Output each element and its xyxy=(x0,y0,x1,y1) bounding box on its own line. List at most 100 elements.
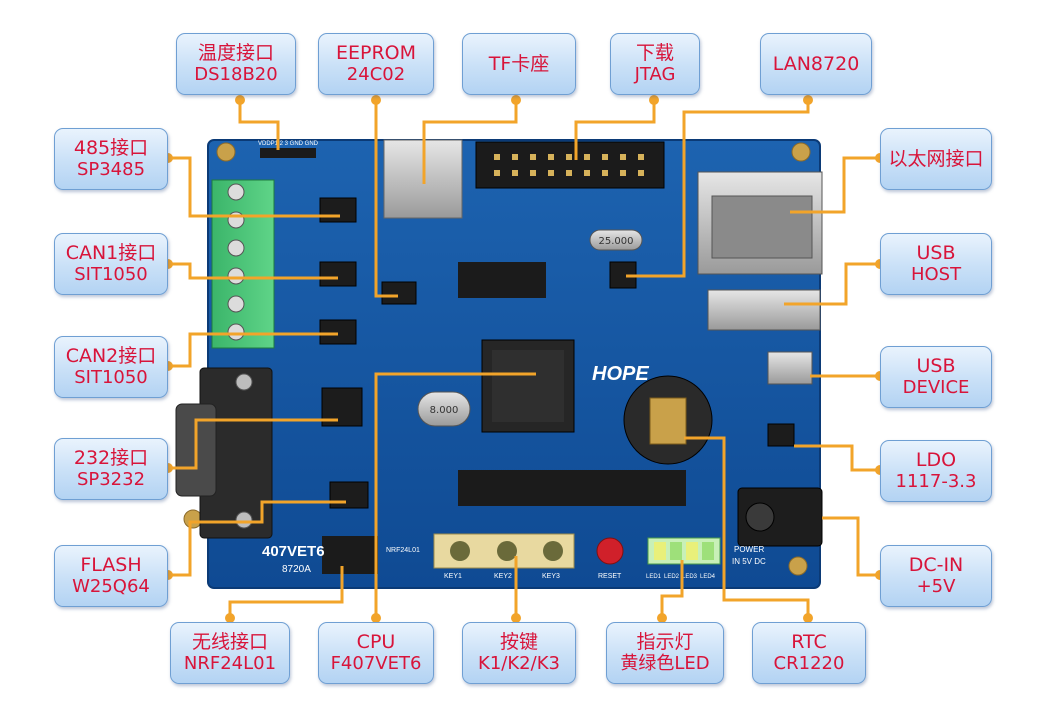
temp-header-label: VDDP1 2 3 GND GND xyxy=(258,141,319,147)
callout-can2: CAN2接口 SIT1050 xyxy=(54,336,168,398)
callout-part: K1/K2/K3 xyxy=(478,653,560,674)
callout-part: HOST xyxy=(910,264,962,285)
callout-title: USB xyxy=(916,242,956,264)
db9-screw xyxy=(235,511,253,529)
callout-title: 指示灯 xyxy=(636,631,694,653)
callout-flash: FLASH W25Q64 xyxy=(54,545,168,607)
callout-rs232: 232接口 SP3232 xyxy=(54,438,168,500)
callout-rtc: RTC CR1220 xyxy=(752,622,866,684)
callout-title: 无线接口 xyxy=(191,631,268,653)
callout-title: 下载 xyxy=(635,42,674,64)
callout-temp-interface: 温度接口 DS18B20 xyxy=(176,33,296,95)
callout-cpu: CPU F407VET6 xyxy=(318,622,434,684)
callout-title: LDO xyxy=(915,449,957,471)
board-brand-logo: HOPE xyxy=(592,363,649,385)
led-indicators xyxy=(647,537,721,565)
crystal-25mhz-label: 25.000 xyxy=(599,236,634,247)
callout-jtag: 下载 JTAG xyxy=(610,33,700,95)
power-label-2: IN 5V DC xyxy=(732,557,766,566)
ethernet-jack-opening xyxy=(711,195,813,259)
callout-tf-slot: TF卡座 xyxy=(462,33,576,95)
crystal-8mhz-label: 8.000 xyxy=(430,405,459,416)
callout-title: 温度接口 xyxy=(197,42,274,64)
mount-hole xyxy=(788,556,808,576)
callout-part: SIT1050 xyxy=(74,264,148,285)
callout-title: USB xyxy=(916,355,956,377)
callout-usb-device: USB DEVICE xyxy=(880,346,992,408)
nrf-header-label: NRF24L01 xyxy=(386,547,420,554)
usb-device-port xyxy=(767,351,813,385)
callout-part: F407VET6 xyxy=(330,653,422,674)
callout-part: W25Q64 xyxy=(72,576,150,597)
led1-label: LED1 xyxy=(646,574,662,580)
board-sub-label: 8720A xyxy=(282,564,311,575)
reset-button xyxy=(596,537,624,565)
mount-hole xyxy=(791,142,811,162)
callout-keys: 按键 K1/K2/K3 xyxy=(462,622,576,684)
callout-title: FLASH xyxy=(80,554,142,576)
callout-title: LAN8720 xyxy=(772,53,860,75)
dc-jack-hole xyxy=(745,502,775,532)
gpio-header-top xyxy=(458,262,546,298)
screw-terminal xyxy=(211,179,275,349)
callout-part: SP3485 xyxy=(76,159,146,180)
jtag-pins xyxy=(494,154,644,176)
callout-usb-host: USB HOST xyxy=(880,233,992,295)
callout-part: DEVICE xyxy=(902,377,970,398)
callout-ldo: LDO 1117-3.3 xyxy=(880,440,992,502)
cpu-die xyxy=(492,350,564,422)
callout-leds: 指示灯 黄绿色LED xyxy=(606,622,724,684)
nrf24l01-header xyxy=(322,536,378,574)
callout-title: 按键 xyxy=(499,631,538,653)
key1-label: KEY1 xyxy=(444,573,462,580)
callout-part: 黄绿色LED xyxy=(620,653,710,674)
callout-title: EEPROM xyxy=(335,42,417,64)
callout-lan8720: LAN8720 xyxy=(760,33,872,95)
rtc-battery-clip xyxy=(649,397,687,445)
key3-label: KEY3 xyxy=(542,573,560,580)
key-buttons xyxy=(433,533,575,569)
callout-title: DC-IN xyxy=(908,554,964,576)
callout-can1: CAN1接口 SIT1050 xyxy=(54,233,168,295)
callout-part: JTAG xyxy=(634,64,676,85)
callout-part: SP3232 xyxy=(76,469,146,490)
callout-part: NRF24L01 xyxy=(183,653,277,674)
jtag-header xyxy=(475,141,665,189)
callout-wireless: 无线接口 NRF24L01 xyxy=(170,622,290,684)
callout-title: 以太网接口 xyxy=(888,148,984,170)
callout-rs485: 485接口 SP3485 xyxy=(54,128,168,190)
key2-label: KEY2 xyxy=(494,573,512,580)
callout-ethernet: 以太网接口 xyxy=(880,128,992,190)
callout-title: TF卡座 xyxy=(488,53,550,75)
leader-lines xyxy=(168,96,880,622)
led4-label: LED4 xyxy=(700,574,716,580)
callout-part: SIT1050 xyxy=(74,367,148,388)
led2-label: LED2 xyxy=(664,574,680,580)
callout-part: CR1220 xyxy=(773,653,845,674)
gpio-header-bottom xyxy=(458,470,686,506)
crystal-8mhz xyxy=(417,391,471,427)
crystal-25mhz xyxy=(589,229,643,251)
mount-hole xyxy=(183,509,203,529)
callout-eeprom: EEPROM 24C02 xyxy=(318,33,434,95)
led3-label: LED3 xyxy=(682,574,698,580)
callout-dc-in: DC-IN +5V xyxy=(880,545,992,607)
callout-part: +5V xyxy=(916,576,956,597)
power-label-1: POWER xyxy=(734,545,764,554)
temp-sensor-header xyxy=(260,148,316,158)
callout-title: 485接口 xyxy=(73,137,149,159)
callout-title: 232接口 xyxy=(73,447,149,469)
callout-title: RTC xyxy=(791,631,827,653)
reset-label: RESET xyxy=(598,573,622,580)
callout-title: CAN1接口 xyxy=(65,242,157,264)
callout-title: CPU xyxy=(356,631,396,653)
callout-title: CAN2接口 xyxy=(65,345,157,367)
usb-host-port xyxy=(707,289,821,331)
mount-hole xyxy=(216,142,236,162)
callout-part: 1117-3.3 xyxy=(895,471,977,492)
db9-screw xyxy=(235,373,253,391)
callout-part: DS18B20 xyxy=(194,64,278,85)
board-model-label: 407VET6 xyxy=(262,543,325,560)
